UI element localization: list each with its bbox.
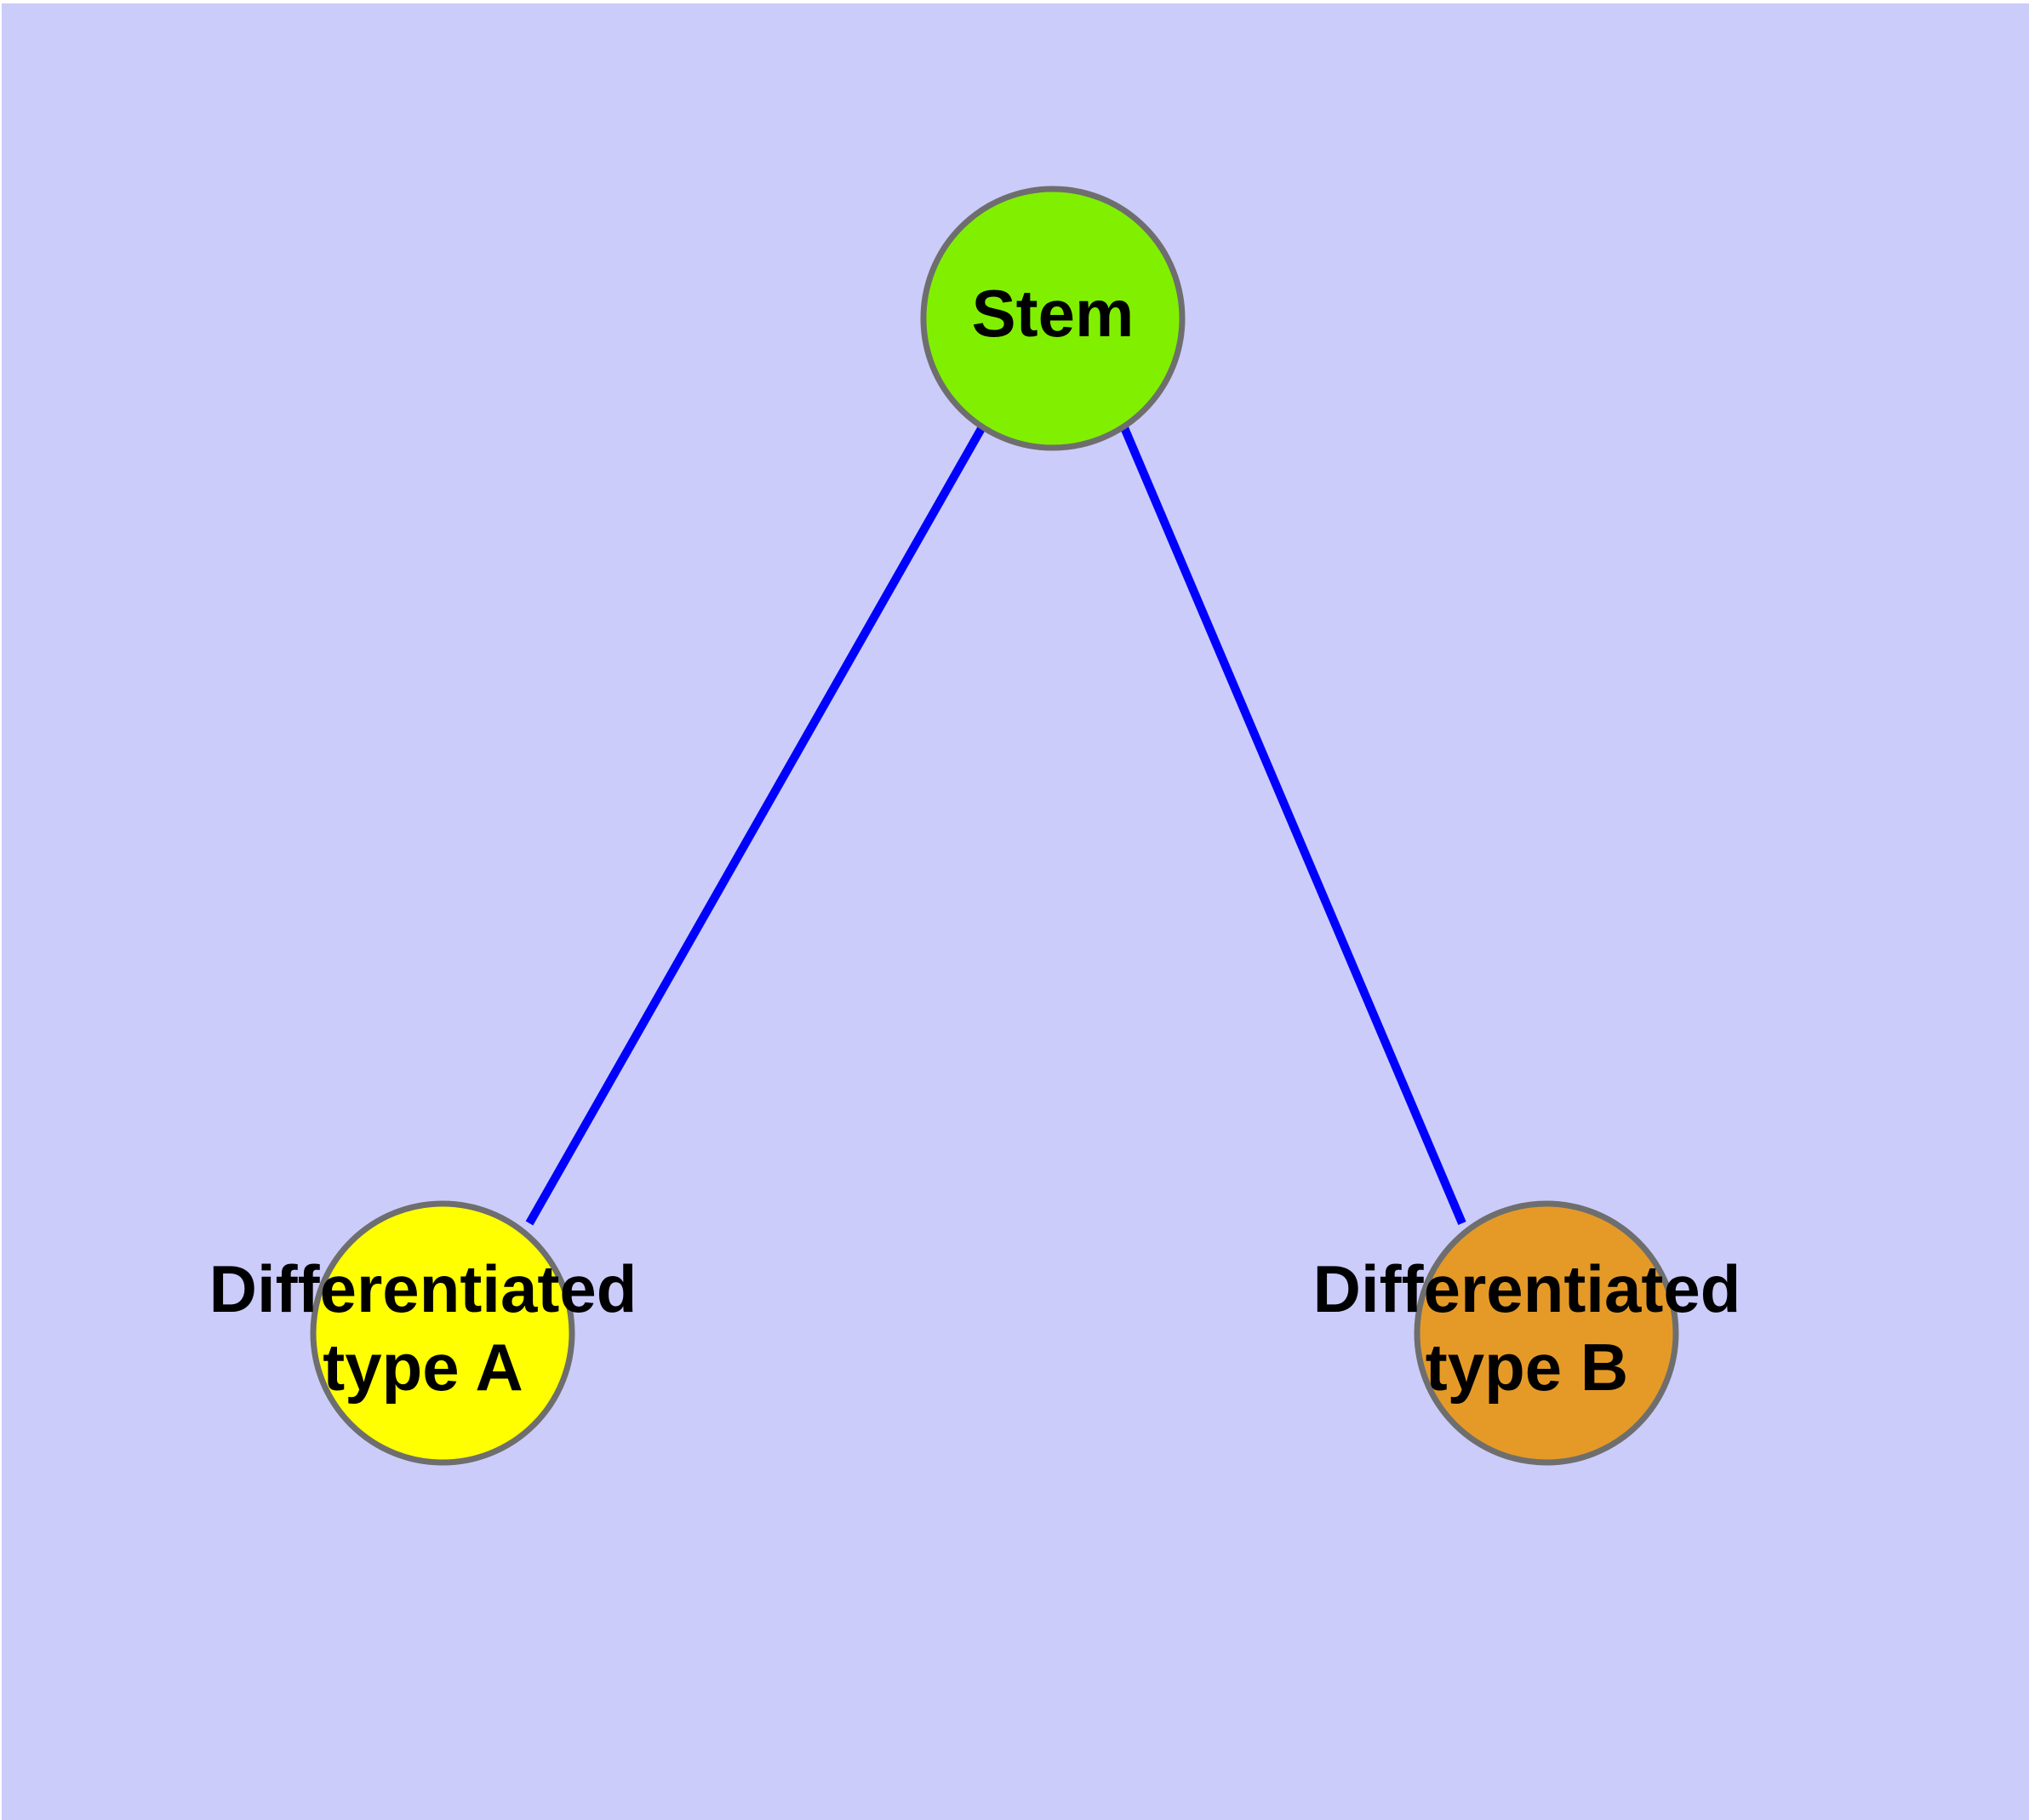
node-label-line: Differentiated [1313, 1251, 1741, 1326]
node-circle-diff_a[interactable] [310, 1200, 575, 1466]
node-circle-stem[interactable] [920, 186, 1186, 451]
node-circle-diff_b[interactable] [1414, 1200, 1679, 1466]
edge-stem-to-diff_b [1119, 424, 1466, 1225]
edges-group [525, 423, 1466, 1226]
node-label-line: type B [1426, 1330, 1628, 1405]
node-label-line: Differentiated [209, 1251, 637, 1326]
edge-stem-to-diff_a [525, 423, 987, 1226]
node-label-line: type A [323, 1330, 523, 1405]
node-label-line: Stem [972, 276, 1135, 351]
node-stem[interactable]: Stem [920, 186, 1186, 451]
node-label-stem: Stem [972, 276, 1135, 351]
